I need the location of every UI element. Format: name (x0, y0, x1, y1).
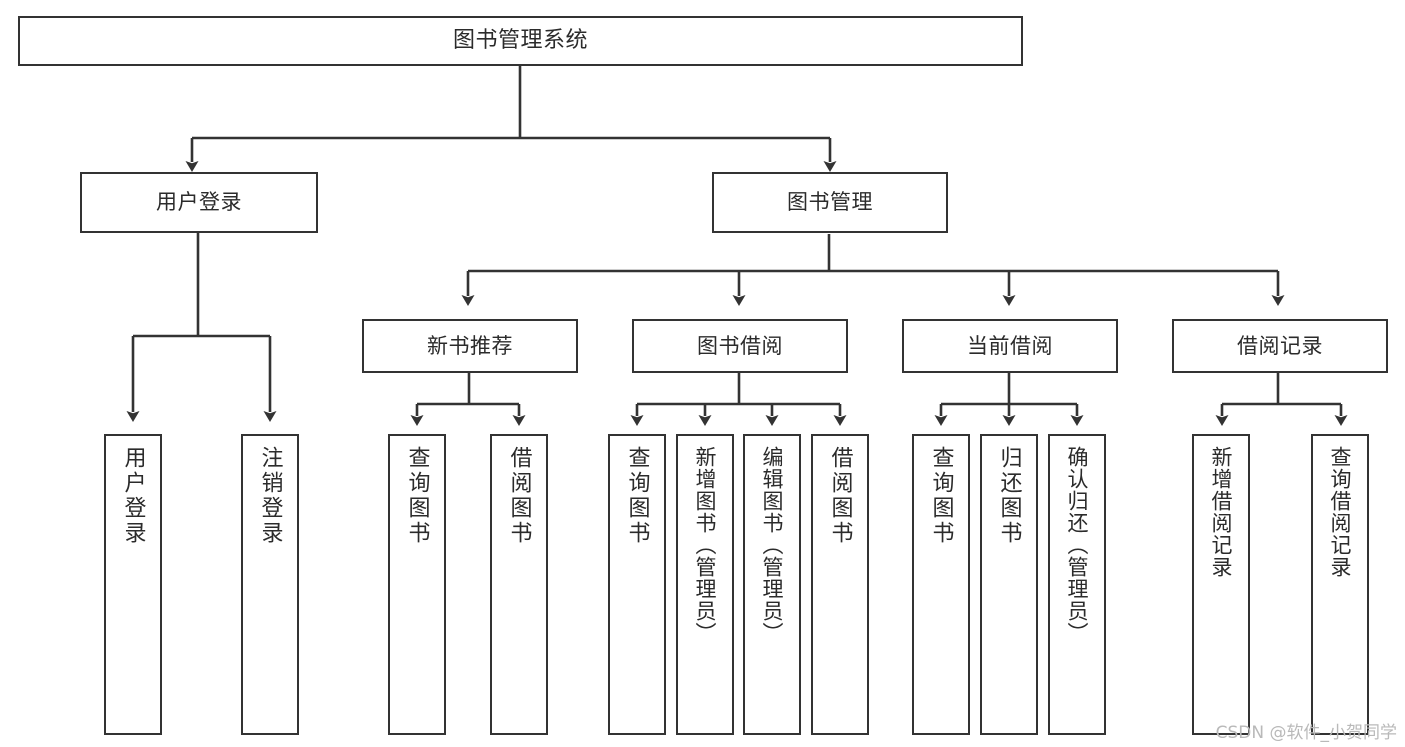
node-root[interactable]: 图书管理系统 (18, 16, 1023, 66)
node-leaf-borrow-book-2-label: 借阅图书 (827, 446, 853, 546)
node-leaf-borrow-book-2[interactable]: 借阅图书 (811, 434, 869, 735)
node-book-borrow-label: 图书借阅 (697, 333, 783, 358)
node-current-borrow-label: 当前借阅 (967, 333, 1053, 358)
node-leaf-edit-book-label: 编辑图书（管理员） (760, 446, 785, 644)
node-user-login[interactable]: 用户登录 (80, 172, 318, 233)
node-leaf-query-book-1-label: 查询图书 (404, 446, 430, 546)
node-root-label: 图书管理系统 (452, 28, 588, 54)
node-leaf-query-record-label: 查询借阅记录 (1328, 446, 1353, 578)
watermark-text: CSDN @软件_小贺同学 (1215, 723, 1397, 743)
node-leaf-query-record[interactable]: 查询借阅记录 (1311, 434, 1369, 735)
node-leaf-user-login[interactable]: 用户登录 (104, 434, 162, 735)
node-leaf-query-book-3-label: 查询图书 (928, 446, 954, 546)
node-leaf-query-book-1[interactable]: 查询图书 (388, 434, 446, 735)
node-leaf-user-login-label: 用户登录 (120, 446, 146, 546)
node-leaf-borrow-book-1-label: 借阅图书 (506, 446, 532, 546)
node-borrow-record-label: 借阅记录 (1237, 333, 1323, 358)
node-leaf-query-book-2-label: 查询图书 (624, 446, 650, 546)
node-book-manage-label: 图书管理 (787, 190, 873, 215)
node-leaf-edit-book[interactable]: 编辑图书（管理员） (743, 434, 801, 735)
node-current-borrow[interactable]: 当前借阅 (902, 319, 1118, 373)
node-borrow-record[interactable]: 借阅记录 (1172, 319, 1388, 373)
node-new-book-recommend[interactable]: 新书推荐 (362, 319, 578, 373)
node-leaf-add-book-label: 新增图书（管理员） (693, 446, 718, 644)
node-leaf-borrow-book-1[interactable]: 借阅图书 (490, 434, 548, 735)
node-leaf-logout-label: 注销登录 (257, 446, 283, 546)
node-leaf-return-book[interactable]: 归还图书 (980, 434, 1038, 735)
node-leaf-query-book-2[interactable]: 查询图书 (608, 434, 666, 735)
node-leaf-add-record[interactable]: 新增借阅记录 (1192, 434, 1250, 735)
node-leaf-return-book-label: 归还图书 (996, 446, 1022, 546)
node-new-book-recommend-label: 新书推荐 (427, 333, 513, 358)
node-leaf-add-book[interactable]: 新增图书（管理员） (676, 434, 734, 735)
node-book-manage[interactable]: 图书管理 (712, 172, 948, 233)
node-leaf-add-record-label: 新增借阅记录 (1209, 446, 1234, 578)
node-user-login-label: 用户登录 (156, 190, 242, 215)
node-leaf-confirm-return[interactable]: 确认归还（管理员） (1048, 434, 1106, 735)
node-leaf-confirm-return-label: 确认归还（管理员） (1065, 446, 1090, 644)
node-book-borrow[interactable]: 图书借阅 (632, 319, 848, 373)
node-leaf-query-book-3[interactable]: 查询图书 (912, 434, 970, 735)
node-leaf-logout[interactable]: 注销登录 (241, 434, 299, 735)
